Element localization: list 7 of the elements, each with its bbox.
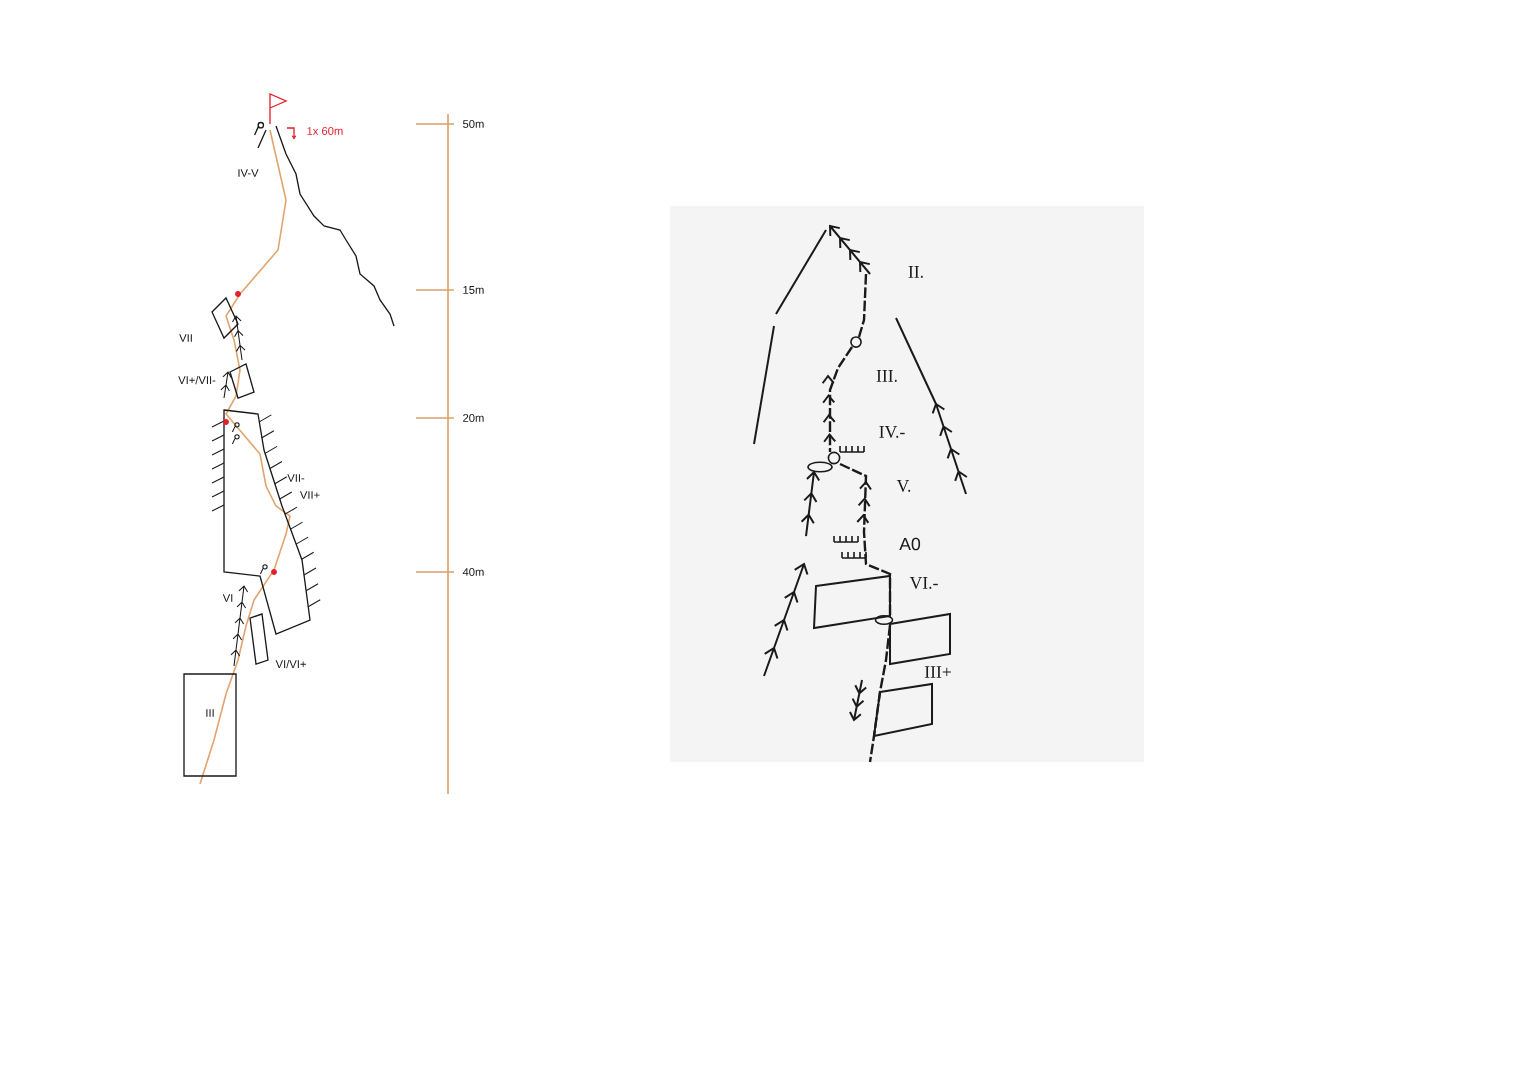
grade-label: III+ [924,666,951,678]
grade-label: A0 [899,537,921,551]
grade-label: IV.- [879,426,905,438]
grade-label: V. [896,480,911,492]
grade-label: III. [876,370,897,382]
grade-label: VI.- [909,577,938,589]
grade-label: II. [908,266,923,278]
